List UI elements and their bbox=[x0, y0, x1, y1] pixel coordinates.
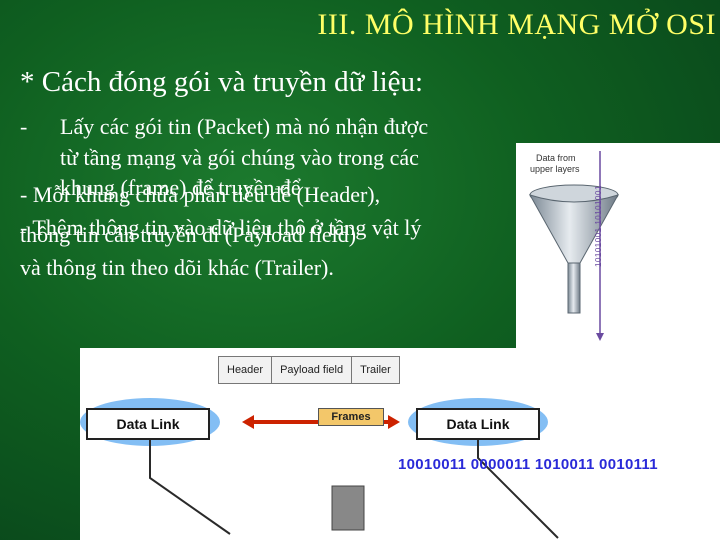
funnel-icon bbox=[528, 151, 620, 341]
funnel-illustration: Data from upper layers 10101001 10101001 bbox=[516, 143, 720, 348]
bullet1-line3: khung (frame) để truyền để bbox=[60, 175, 301, 200]
funnel-vertical-bits: 10101001 10101001 bbox=[594, 185, 603, 267]
bullet3-line1: - Thêm thông tin vào dữ liệu thô ở tầng … bbox=[20, 215, 422, 240]
bullet1-line1: Lấy các gói tin (Packet) mà nó nhận được bbox=[60, 114, 429, 139]
bullet1-line2: từ tầng mạng và gói chúng vào trong các bbox=[60, 145, 419, 170]
funnel-label-line2: upper layers bbox=[530, 164, 580, 174]
data-link-right-box: Data Link bbox=[416, 408, 540, 440]
bullet2-line2: thông tin cần truyền đi (Payload field) bbox=[20, 222, 357, 247]
frames-label: Frames bbox=[318, 408, 384, 426]
bitstream-text: 10010011 0000011 1010011 0010111 bbox=[398, 456, 658, 473]
section-heading: * Cách đóng gói và truyền dữ liệu: bbox=[20, 66, 424, 98]
data-link-left-box: Data Link bbox=[86, 408, 210, 440]
bullet-dash: - bbox=[20, 114, 28, 139]
funnel-label-line1: Data from bbox=[536, 153, 576, 163]
slide-title: III. MÔ HÌNH MẠNG MỞ OSI bbox=[317, 8, 716, 41]
bullet2-line1: - Mỗi khung chứa phần tiêu đề (Header), bbox=[20, 182, 381, 207]
data-link-diagram: Header Payload field Trailer Data Link D… bbox=[80, 348, 720, 540]
link-connector bbox=[80, 398, 559, 539]
frame-structure: Header Payload field Trailer bbox=[218, 356, 400, 384]
payload-cell: Payload field bbox=[272, 357, 353, 383]
bullet2-line3: và thông tin theo dõi khác (Trailer). bbox=[20, 255, 334, 280]
trailer-cell: Trailer bbox=[360, 364, 391, 376]
header-cell: Header bbox=[219, 357, 273, 383]
